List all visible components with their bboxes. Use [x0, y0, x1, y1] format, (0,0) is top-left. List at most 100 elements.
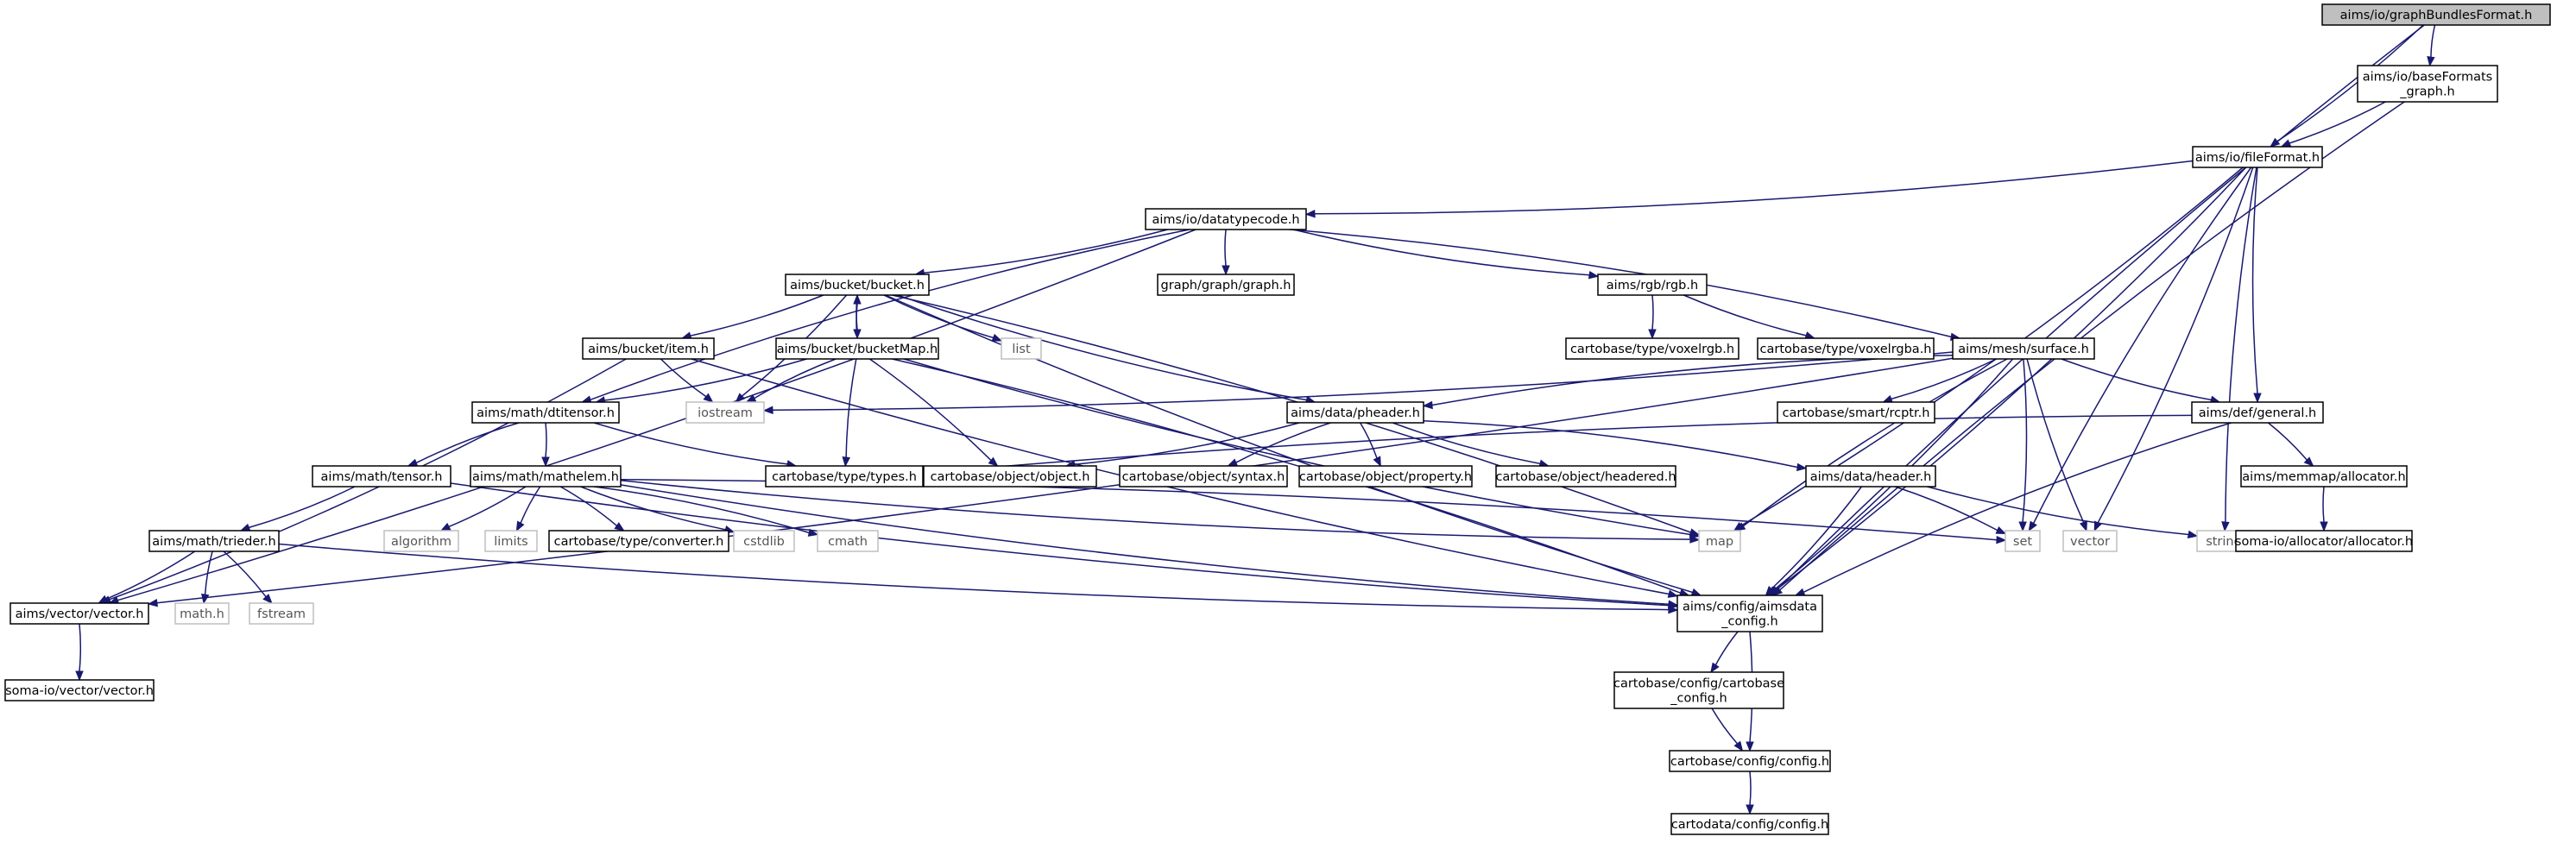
edge-baseFormats_graph-to-fileFormat — [2280, 101, 2386, 148]
edge-arrowhead — [762, 406, 773, 415]
node-pheader[interactable]: aims/data/pheader.h — [1286, 401, 1424, 424]
edge-fileFormat-to-general — [2251, 167, 2262, 404]
node-syntax[interactable]: cartobase/object/syntax.h — [1119, 465, 1288, 488]
node-aimsdata_config[interactable]: aims/config/aimsdata_config.h — [1676, 595, 1823, 632]
node-general[interactable]: aims/def/general.h — [2191, 401, 2324, 424]
edge-general-to-allocator_h — [2268, 422, 2314, 467]
node-box — [1001, 337, 1042, 360]
edge-arrowhead — [1995, 526, 2007, 535]
edge-line — [660, 358, 707, 398]
edge-arrowhead — [1796, 462, 1808, 472]
node-graphBundlesFormat[interactable]: aims/io/graphBundlesFormat.h — [2321, 3, 2551, 26]
node-box — [1676, 595, 1823, 632]
node-soma_allocator[interactable]: soma-io/allocator/allocator.h — [2235, 530, 2413, 552]
node-datatypecode[interactable]: aims/io/datatypecode.h — [1145, 208, 1307, 230]
node-bucketMap[interactable]: aims/bucket/bucketMap.h — [775, 337, 939, 360]
edge-line — [1292, 229, 1590, 276]
edge-arrowhead — [1648, 329, 1657, 340]
edge-line — [2032, 167, 2252, 524]
node-box — [1145, 208, 1307, 230]
node-cartodata_config[interactable]: cartodata/config/config.h — [1670, 813, 1829, 835]
edge-graphBundlesFormat-to-baseFormats_graph — [2427, 24, 2436, 67]
node-box — [1597, 274, 1708, 296]
edge-arrowhead — [98, 595, 109, 604]
node-label: list — [1012, 343, 1031, 356]
edge-line — [593, 422, 788, 465]
node-box — [148, 530, 280, 552]
edge-line — [1771, 486, 1863, 590]
node-label: cartobase/object/syntax.h — [1122, 470, 1285, 484]
node-label: cartodata/config/config.h — [1671, 818, 1828, 832]
node-label: aims/memmap/allocator.h — [2242, 470, 2405, 484]
node-allocator_h[interactable]: aims/memmap/allocator.h — [2240, 465, 2408, 488]
node-mathelem[interactable]: aims/math/mathelem.h — [470, 465, 622, 488]
edge-line — [845, 358, 857, 458]
node-types[interactable]: cartobase/type/types.h — [765, 465, 924, 488]
edge-line — [1749, 771, 1752, 806]
edge-item-to-aimsdata_config — [691, 358, 1679, 598]
node-aims_vector[interactable]: aims/vector/vector.h — [9, 602, 149, 625]
edge-line — [883, 294, 994, 339]
node-cstdlib: cstdlib — [733, 530, 795, 552]
edge-bucket-to-item — [680, 294, 824, 340]
node-box — [582, 337, 715, 360]
node-label: aims/def/general.h — [2199, 406, 2317, 420]
node-fstream: fstream — [249, 602, 314, 625]
node-rgb[interactable]: aims/rgb/rgb.h — [1597, 274, 1708, 296]
node-converter[interactable]: cartobase/type/converter.h — [548, 530, 729, 552]
edge-arrowhead — [1588, 270, 1600, 280]
edge-arrowhead — [2320, 521, 2328, 532]
edge-pheader-to-object — [1064, 422, 1300, 469]
node-graph_graph[interactable]: graph/graph/graph.h — [1157, 274, 1295, 296]
node-box — [1805, 465, 1936, 488]
node-label: cartobase/smart/rcptr.h — [1783, 406, 1930, 420]
node-item[interactable]: aims/bucket/item.h — [582, 337, 715, 360]
node-baseFormats_graph[interactable]: aims/io/baseFormats_graph.h — [2357, 65, 2498, 103]
node-set: set — [2005, 530, 2041, 552]
edge-aims_vector-to-soma_vector — [75, 623, 84, 682]
node-bucket[interactable]: aims/bucket/bucket.h — [785, 274, 930, 296]
node-rcptr[interactable]: cartobase/smart/rcptr.h — [1777, 401, 1935, 424]
node-voxelrgb[interactable]: cartobase/type/voxelrgb.h — [1565, 337, 1739, 360]
edge-mathelem-to-algorithm — [439, 486, 527, 532]
node-cartobase_config[interactable]: cartobase/config/cartobase_config.h — [1613, 671, 1784, 709]
edge-line — [772, 351, 1954, 412]
node-trieder[interactable]: aims/math/trieder.h — [148, 530, 280, 552]
node-headered[interactable]: cartobase/object/headered.h — [1495, 465, 1676, 488]
node-voxelrgba[interactable]: cartobase/type/voxelrgba.h — [1757, 337, 1935, 360]
edge-arrowhead — [2187, 530, 2199, 539]
node-surface[interactable]: aims/mesh/surface.h — [1952, 337, 2095, 360]
node-object[interactable]: cartobase/object/object.h — [923, 465, 1097, 488]
edge-line — [249, 486, 356, 529]
edge-arrowhead — [2221, 521, 2230, 532]
edge-arrowhead — [407, 458, 419, 467]
node-label: aims/io/datatypecode.h — [1152, 213, 1299, 227]
node-tensor[interactable]: aims/math/tensor.h — [312, 465, 451, 488]
node-label: cartobase/config/cartobase — [1613, 677, 1784, 691]
node-label: iostream — [698, 406, 753, 420]
node-label: aims/data/pheader.h — [1291, 406, 1420, 420]
node-dtitensor[interactable]: aims/math/dtitensor.h — [471, 401, 620, 424]
node-box — [1565, 337, 1739, 360]
edge-item-to-iostream — [660, 358, 714, 403]
edge-surface-to-general — [2061, 358, 2221, 404]
node-label: cartobase/object/property.h — [1299, 470, 1472, 484]
edge-line — [2268, 422, 2308, 461]
node-label: aims/io/fileFormat.h — [2195, 151, 2320, 165]
edge-line — [1714, 631, 1739, 666]
node-box — [2191, 401, 2324, 424]
node-list: list — [1001, 337, 1042, 360]
node-box — [1157, 274, 1295, 296]
edge-trieder-to-math_h — [201, 550, 213, 605]
edge-arrowhead — [515, 520, 525, 532]
node-property[interactable]: cartobase/object/property.h — [1298, 465, 1473, 488]
node-label: _config.h — [1670, 692, 1727, 706]
edge-dtitensor-to-mathelem — [541, 422, 550, 468]
node-soma_vector[interactable]: soma-io/vector/vector.h — [4, 679, 155, 701]
node-header[interactable]: aims/data/header.h — [1805, 465, 1936, 488]
node-config[interactable]: cartobase/config/config.h — [1669, 750, 1831, 772]
node-label: cartobase/type/voxelrgba.h — [1760, 343, 1932, 356]
node-fileFormat[interactable]: aims/io/fileFormat.h — [2192, 146, 2323, 168]
node-box — [2235, 530, 2413, 552]
node-label: _config.h — [1720, 615, 1777, 629]
